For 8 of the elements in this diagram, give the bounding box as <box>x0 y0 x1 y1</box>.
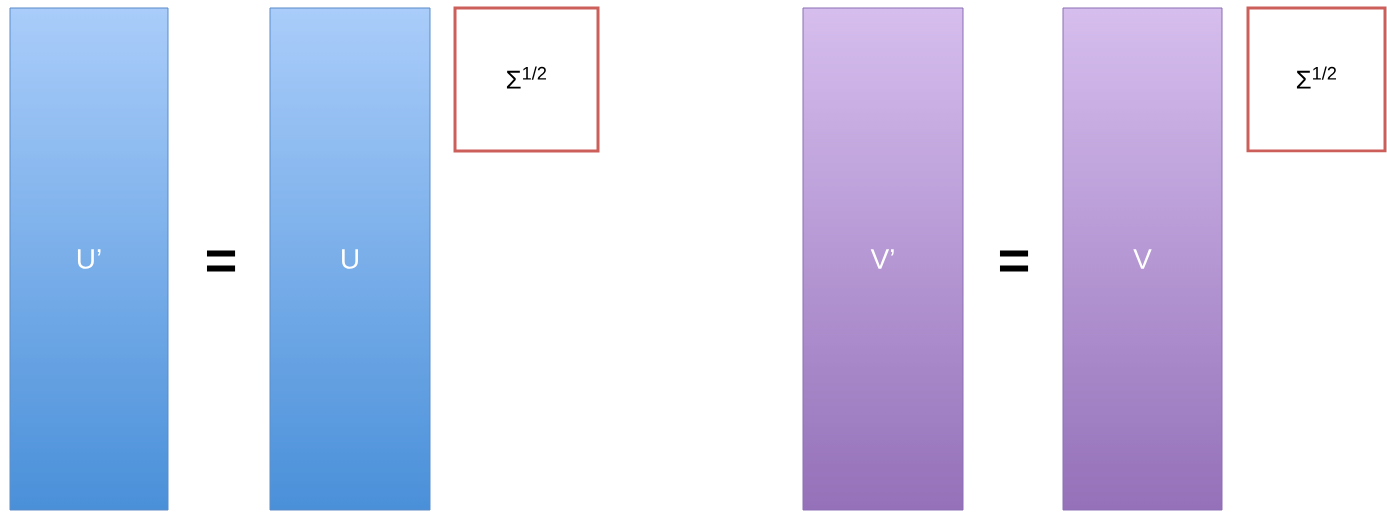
sigma-box: Σ$^{1/2}$ <box>1246 6 1387 153</box>
equals-sign: = <box>999 250 1029 272</box>
matrix-column: U <box>269 7 431 511</box>
matrix-column: U’ <box>9 7 169 511</box>
matrix-column: V’ <box>802 7 964 511</box>
matrix-column: V <box>1062 7 1223 511</box>
equals-sign: = <box>207 250 236 272</box>
sigma-box: Σ$^{1/2}$ <box>453 6 600 153</box>
